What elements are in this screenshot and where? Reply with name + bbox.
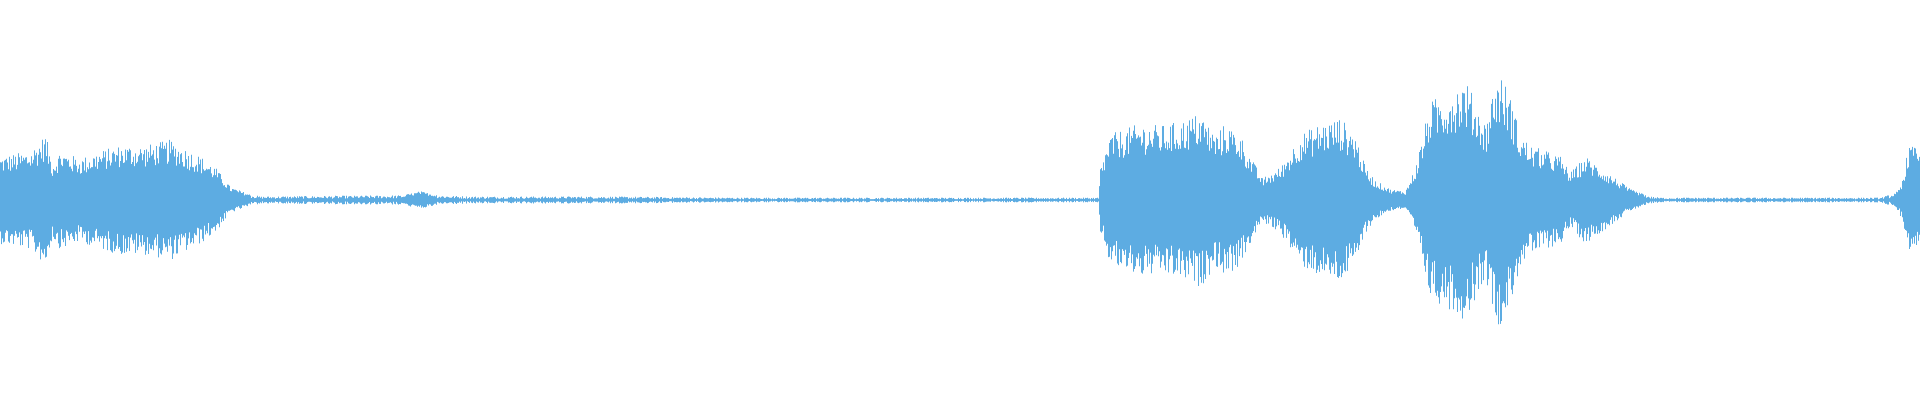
waveform-bars — [0, 80, 1920, 325]
